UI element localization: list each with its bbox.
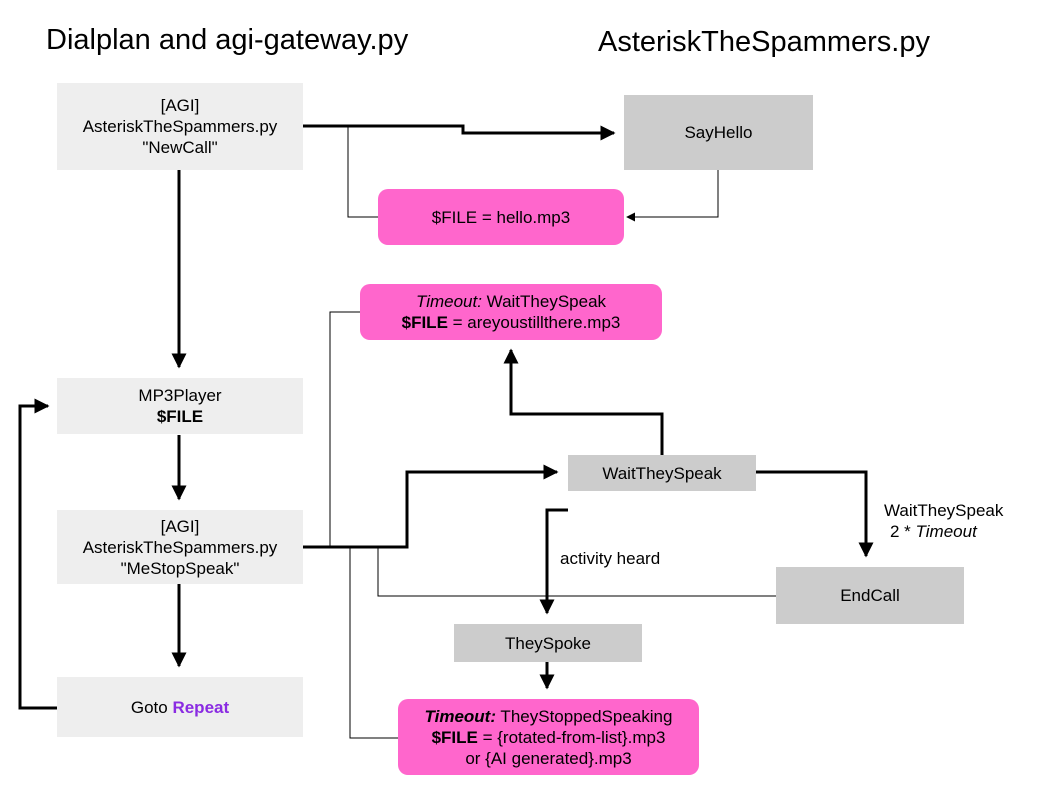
timeout-stopped-line-1: Timeout: TheyStoppedSpeaking — [425, 706, 673, 727]
timeout-stopped-box: Timeout: TheyStoppedSpeaking $FILE = {ro… — [398, 699, 699, 775]
timeout-stopped-timeout-label: Timeout: — [424, 706, 497, 726]
edge-mestopspeak-to-waittheyspeak — [303, 464, 559, 549]
thin-newcall-to-hello-file — [347, 126, 378, 218]
goto-repeat-box: Goto Repeat — [57, 677, 303, 737]
edge-waittheyspeak-to-endcall — [756, 470, 874, 558]
mp3player-file: $FILE — [156, 407, 204, 426]
goto-target: Repeat — [172, 697, 230, 717]
sayhello-box: SayHello — [624, 95, 813, 170]
agi-mestopspeak-line-1: [AGI] — [160, 516, 200, 536]
file-hello-box: $FILE = hello.mp3 — [378, 189, 624, 245]
wait-timeout-label: WaitTheySpeak 2 * Timeout — [884, 500, 1003, 542]
agi-newcall-line-3: "NewCall" — [142, 138, 218, 157]
timeout-stopped-file-value: = {rotated-from-list}.mp3 — [477, 727, 666, 747]
activity-heard-label: activity heard — [560, 549, 661, 568]
edge-waittheyspeak-to-theyspoke — [539, 508, 568, 615]
file-hello-label: $FILE = hello.mp3 — [431, 207, 571, 227]
wait-timeout-line-1: WaitTheySpeak — [884, 501, 1004, 520]
agi-newcall-box: [AGI] AsteriskTheSpammers.py "NewCall" — [57, 83, 303, 170]
edge-newcall-to-sayhello — [303, 124, 616, 141]
thin-sayhello-to-hello-file — [626, 170, 719, 222]
mp3player-label: MP3Player — [138, 386, 222, 405]
thin-mestopspeak-to-timeout-stopped — [349, 547, 398, 739]
wait-timeout-italic: Timeout — [915, 522, 977, 541]
agi-mestopspeak-line-2: AsteriskTheSpammers.py — [82, 537, 278, 557]
thin-mestopspeak-to-endcall — [377, 547, 776, 597]
wait-timeout-line-2: 2 * Timeout — [884, 521, 1003, 542]
agi-newcall-line-2: AsteriskTheSpammers.py — [82, 117, 278, 136]
timeout-wait-timeout-value: WaitTheySpeak — [481, 292, 607, 311]
agi-newcall-line-1: [AGI] — [160, 96, 200, 115]
edge-goto-repeat-loop — [18, 398, 57, 710]
thin-mestopspeak-to-timeout-wait — [329, 311, 360, 547]
timeout-wait-file-value: = areyoustillthere.mp3 — [447, 313, 621, 332]
agi-mestopspeak-box: [AGI] AsteriskTheSpammers.py "MeStopSpea… — [57, 510, 303, 584]
waittheyspeak-box: WaitTheySpeak — [568, 455, 756, 491]
timeout-stopped-timeout-value: TheyStoppedSpeaking — [496, 706, 673, 726]
theyspoke-label: TheySpoke — [505, 633, 591, 653]
sayhello-label: SayHello — [684, 123, 753, 142]
timeout-wait-timeout-label: Timeout: — [415, 292, 482, 311]
timeout-stopped-line-3: or {AI generated}.mp3 — [465, 748, 632, 768]
endcall-label: EndCall — [840, 586, 900, 605]
endcall-box: EndCall — [776, 567, 964, 624]
mp3player-box: MP3Player $FILE — [57, 378, 303, 434]
spammers-column-title: AsteriskTheSpammers.py — [598, 26, 930, 58]
timeout-wait-line-2: $FILE = areyoustillthere.mp3 — [402, 312, 621, 333]
goto-line: Goto Repeat — [131, 697, 229, 718]
theyspoke-box: TheySpoke — [454, 624, 642, 662]
dialplan-column-title: Dialplan and agi-gateway.py — [46, 24, 409, 56]
timeout-stopped-file-label: $FILE — [431, 727, 478, 747]
timeout-stopped-line-2: $FILE = {rotated-from-list}.mp3 — [432, 727, 666, 748]
timeout-wait-box: Timeout: WaitTheySpeak $FILE = areyousti… — [360, 284, 662, 340]
wait-timeout-prefix: 2 * — [890, 522, 916, 541]
waittheyspeak-label: WaitTheySpeak — [602, 463, 722, 483]
timeout-wait-file-label: $FILE — [401, 313, 448, 332]
goto-prefix: Goto — [130, 697, 173, 717]
agi-mestopspeak-line-3: "MeStopSpeak" — [120, 558, 240, 578]
edge-waittheyspeak-to-timeout-wait — [503, 348, 664, 455]
timeout-wait-line-1: Timeout: WaitTheySpeak — [416, 291, 606, 312]
